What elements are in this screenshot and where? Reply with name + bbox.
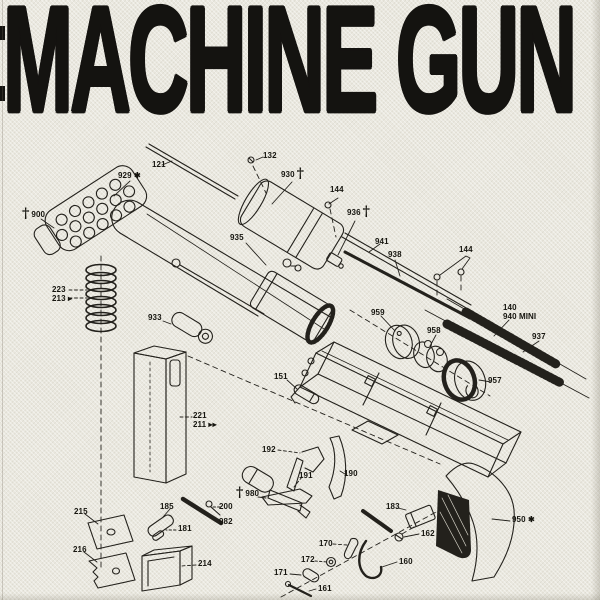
magazine-spring: [85, 263, 117, 333]
part-label-941: 941: [375, 237, 389, 246]
sear-pin-936: [326, 252, 344, 269]
part-label-192: 192: [262, 445, 276, 454]
receiver-tube: [237, 178, 345, 270]
grip: [436, 462, 515, 582]
screws-144: [324, 201, 465, 281]
part-label-933: 933: [148, 313, 162, 322]
part-label-215: 215: [74, 507, 88, 516]
part-label-190: 190: [344, 469, 358, 478]
part-label-935: 935: [230, 233, 244, 242]
part-label-221: 221: [193, 411, 207, 420]
end-cap-957: [441, 358, 487, 402]
part-number: 900: [31, 210, 46, 219]
part-label-929: 929 ✱: [118, 171, 141, 180]
dagger-icon: †: [296, 166, 305, 182]
part-label-162: 162: [421, 529, 435, 538]
part-label-940-mini: 940 MINI: [503, 312, 537, 321]
album-title: MACHINE GUN: [3, 0, 577, 140]
part-label-121: 121: [152, 160, 166, 169]
magazine: [133, 345, 187, 484]
part-label-191: 191: [299, 471, 313, 480]
part-label-982: 982: [219, 517, 233, 526]
extractor-parts: [282, 258, 302, 272]
part-number: 936: [347, 208, 361, 217]
part-label-200: 200: [219, 502, 233, 511]
sight-screw-132: [247, 156, 255, 164]
scan-edge-left: [2, 0, 3, 600]
part-label-950: 950 ✱: [512, 515, 535, 524]
part-label-900: †900: [22, 206, 46, 222]
part-label-144: 144: [330, 185, 344, 194]
part-label-213: 213 ▸: [52, 294, 73, 303]
ejector-rod: [145, 143, 239, 200]
assembly-dashed-lines: [100, 165, 491, 598]
part-label-183: 183: [386, 502, 400, 511]
barrel-jacket: [111, 199, 333, 330]
part-number: 930: [281, 170, 295, 179]
part-label-172: 172: [301, 555, 315, 564]
dagger-icon: †: [236, 485, 244, 501]
cropped-letter-mark: [0, 86, 5, 101]
part-label-170: 170: [319, 539, 333, 548]
guide-rod: [171, 258, 265, 315]
part-label-959: 959: [371, 308, 385, 317]
floorplates-and-housing: [87, 514, 193, 592]
part-number: 980: [245, 489, 260, 498]
part-label-160: 160: [399, 557, 413, 566]
leader-lines: [40, 156, 540, 592]
trigger-group: [180, 435, 347, 526]
part-label-151: 151: [274, 372, 288, 381]
dagger-icon: †: [22, 206, 30, 222]
part-label-936: 936†: [347, 204, 371, 220]
bolt: [249, 270, 336, 345]
part-label-958: 958: [427, 326, 441, 335]
part-label-216: 216: [73, 545, 87, 554]
recoil-springs: [442, 307, 566, 388]
part-label-980: †980: [236, 485, 260, 501]
part-label-144b: 144: [459, 245, 473, 254]
part-label-211: 211 ▸▸: [193, 420, 217, 429]
cropped-letter-mark: [0, 26, 5, 40]
dagger-icon: †: [362, 204, 371, 220]
part-label-185: 185: [160, 502, 174, 511]
title-bar: MACHINE GUN: [0, 0, 600, 140]
cocking-handle: [171, 311, 213, 344]
part-label-957: 957: [488, 376, 502, 385]
part-label-181: 181: [178, 524, 192, 533]
frame: [290, 341, 522, 478]
part-label-171: 171: [274, 568, 288, 577]
part-label-938: 938: [388, 250, 402, 259]
part-label-161: 161: [318, 584, 332, 593]
part-label-140: 140: [503, 303, 517, 312]
part-label-214: 214: [198, 559, 212, 568]
part-label-223: 223: [52, 285, 66, 294]
part-label-132: 132: [263, 151, 277, 160]
bottom-small-parts: [284, 504, 436, 598]
barrel-shroud: [33, 165, 148, 256]
buffer-disc-959: [384, 324, 421, 360]
part-label-930: 930†: [281, 166, 305, 182]
part-label-937: 937: [532, 332, 546, 341]
